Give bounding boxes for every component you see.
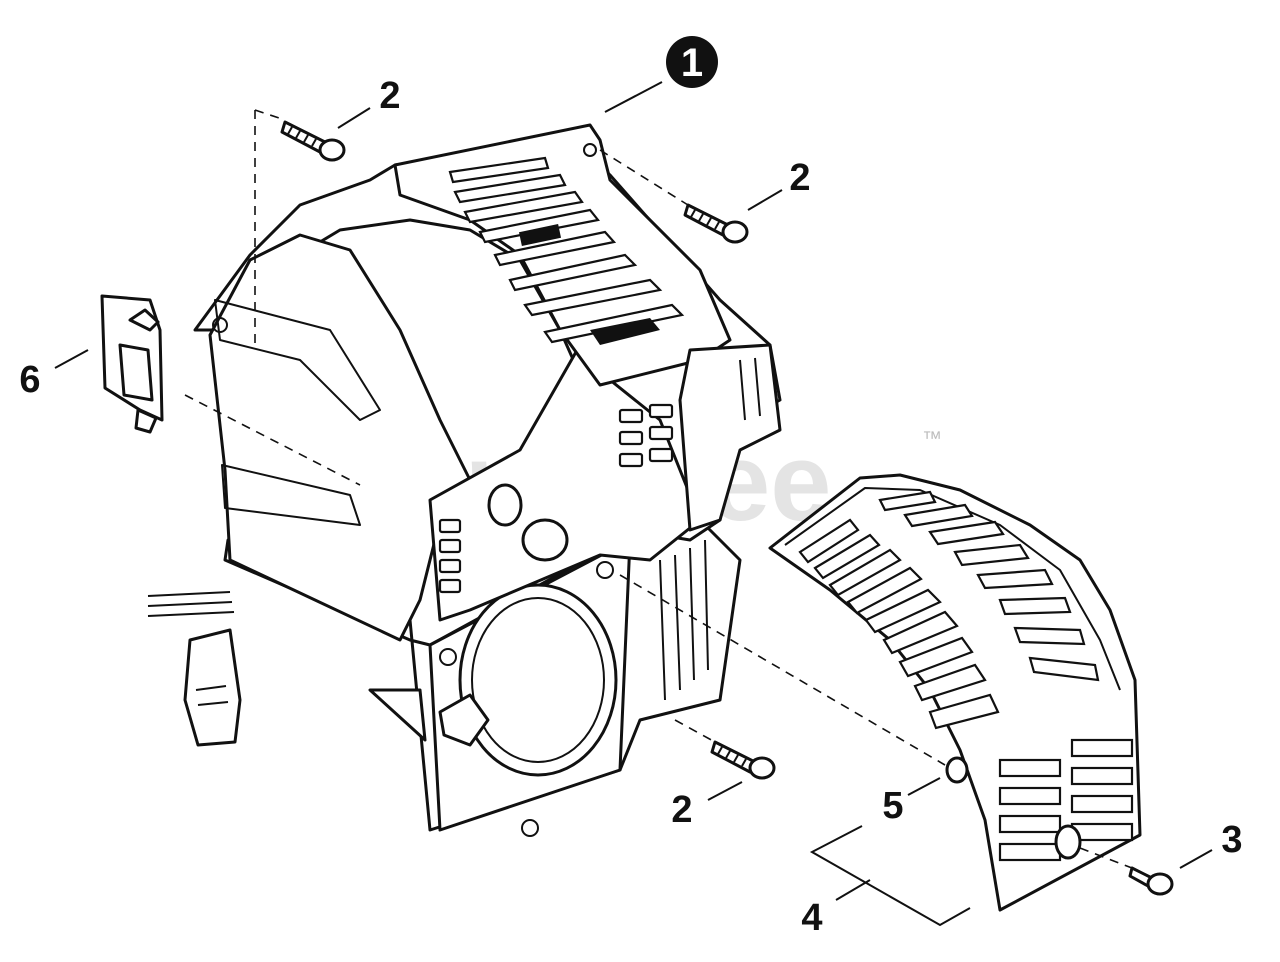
grille-cover-lower-grid: [998, 738, 1134, 862]
grille-cover-slots-left: [798, 518, 1000, 730]
side-bracket: [678, 343, 782, 532]
callout-2-right: 2: [789, 157, 810, 199]
engine-cover-housing: [147, 138, 782, 837]
grille-cover-slots-right: [878, 490, 1100, 682]
grommet-icon: [945, 756, 969, 784]
callout-1: 1: [681, 41, 703, 85]
callout-2-bottom: 2: [671, 789, 692, 831]
grille-cover: [768, 473, 1142, 912]
callout-3: 3: [1221, 819, 1242, 861]
top-grille-slots: [448, 156, 685, 345]
watermark-trademark: ™: [922, 428, 942, 450]
callout-1-badge: 1: [666, 36, 718, 88]
clip-icon: [100, 294, 164, 434]
screw-icon-3: [710, 740, 776, 780]
screw-icon: [280, 120, 346, 162]
screw-icon-small: [1128, 866, 1174, 896]
callout-2-top: 2: [379, 75, 400, 117]
callout-4: 4: [801, 897, 822, 939]
assembly-lines: [184, 109, 1133, 869]
callout-6: 6: [19, 359, 40, 401]
callout-5: 5: [882, 785, 903, 827]
screw-icon-2: [683, 203, 749, 244]
leader-lines: [54, 81, 1213, 927]
